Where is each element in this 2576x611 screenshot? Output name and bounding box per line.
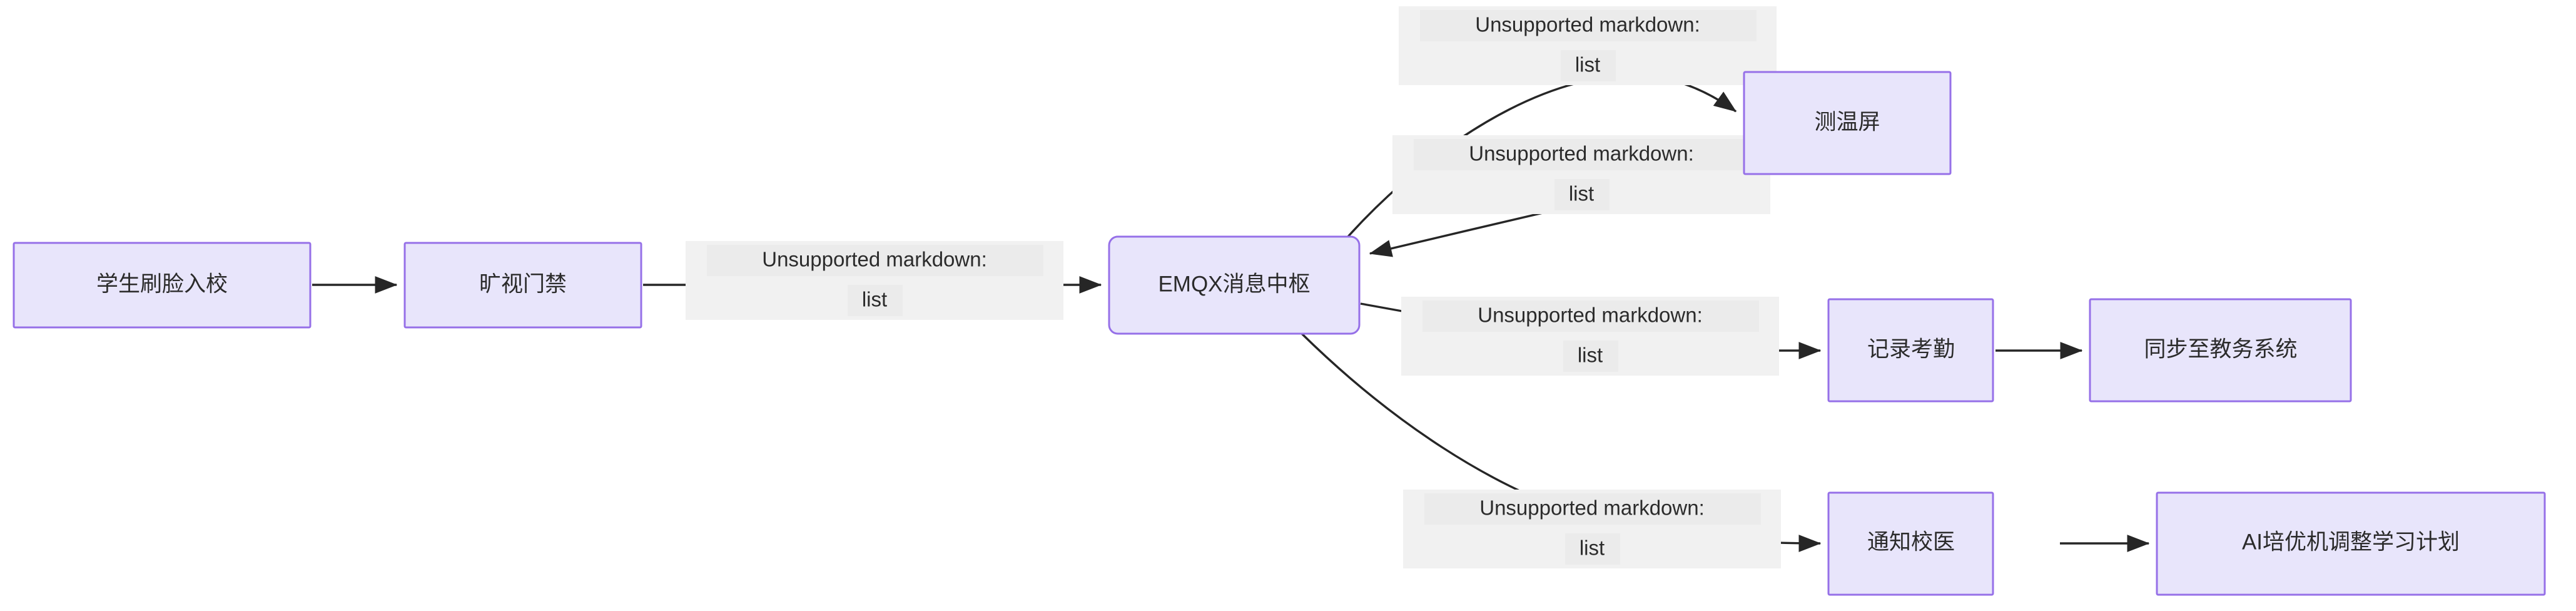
edge-label-n3-n5: Unsupported markdown: list (1401, 297, 1779, 376)
edge-label-n4-n3: Unsupported markdown: list (1392, 135, 1770, 214)
node-shape[interactable] (1108, 235, 1361, 335)
edge-label-line1: Unsupported markdown: (1479, 496, 1705, 520)
edge-label-n3-n7: Unsupported markdown: list (1403, 490, 1781, 568)
node-ai-tutor-adjust-study-plan[interactable]: AI培优机调整学习计划 (2156, 491, 2546, 596)
node-label: AI培优机调整学习计划 (2242, 530, 2460, 554)
node-label: 测温屏 (1814, 110, 1880, 134)
edge-label-line2: list (1569, 182, 1594, 205)
edge-label-chip-line1 (707, 245, 1043, 276)
edge-label-line2: list (1580, 537, 1605, 560)
edge-label-chip-line2 (1565, 533, 1620, 565)
node-sync-to-academic-system[interactable]: 同步至教务系统 (2089, 298, 2352, 403)
node-label: 旷视门禁 (479, 272, 567, 296)
node-shape[interactable] (1743, 71, 1952, 175)
edge-label-n3-n4: Unsupported markdown: list (1399, 6, 1777, 85)
edge-label-chip-line1 (1414, 139, 1750, 170)
node-shape[interactable] (403, 242, 642, 329)
edge-label-chip-line2 (1563, 341, 1618, 372)
node-emqx-message-hub[interactable]: EMQX消息中枢 (1108, 235, 1361, 335)
node-label: 同步至教务系统 (2144, 337, 2297, 361)
edge-label-line2: list (1575, 53, 1600, 76)
edge-label-line1: Unsupported markdown: (1475, 13, 1700, 36)
node-shape[interactable] (2089, 298, 2352, 403)
node-shape[interactable] (2156, 491, 2546, 596)
node-temperature-screen[interactable]: 测温屏 (1743, 71, 1952, 175)
edge-label-n2-n3: Unsupported markdown: list (686, 241, 1063, 320)
node-notify-school-doctor[interactable]: 通知校医 (1827, 491, 1994, 596)
node-megvii-access-control[interactable]: 旷视门禁 (403, 242, 642, 329)
edge-label-line2: list (1578, 344, 1603, 367)
edge-label-chip-line1 (1422, 300, 1759, 332)
edge-label-chip-line1 (1424, 493, 1761, 525)
edge-label-line1: Unsupported markdown: (1469, 142, 1694, 165)
node-label: EMQX消息中枢 (1158, 272, 1310, 296)
node-student-face-entry[interactable]: 学生刷脸入校 (13, 242, 312, 329)
node-label: 通知校医 (1867, 530, 1955, 554)
node-record-attendance[interactable]: 记录考勤 (1827, 298, 1994, 403)
edge-label-chip-line2 (1554, 179, 1610, 210)
node-label: 学生刷脸入校 (96, 272, 228, 296)
edge-label-line1: Unsupported markdown: (762, 248, 987, 271)
node-shape[interactable] (13, 242, 312, 329)
edge-label-line2: list (862, 288, 887, 311)
node-shape[interactable] (1827, 298, 1994, 403)
node-label: 记录考勤 (1867, 337, 1955, 361)
edge-label-chip-line2 (1561, 50, 1616, 81)
edge-label-chip-line1 (1420, 10, 1757, 41)
edge-label-chip-line2 (848, 285, 903, 316)
node-shape[interactable] (1827, 491, 1994, 596)
edge-label-line1: Unsupported markdown: (1478, 304, 1703, 327)
